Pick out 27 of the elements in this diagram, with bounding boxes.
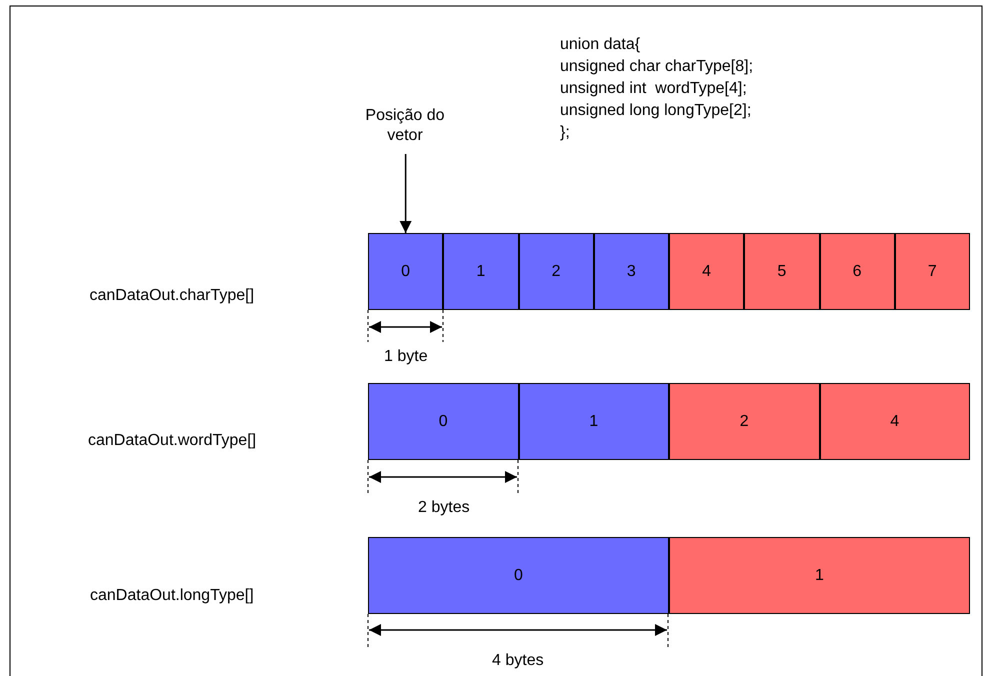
memory-cell: 4 bbox=[669, 233, 744, 310]
memory-cell: 0 bbox=[368, 383, 518, 460]
memory-cell: 4 bbox=[820, 383, 970, 460]
dimension-label: 1 byte bbox=[384, 347, 428, 367]
code-line: unsigned int wordType[4]; bbox=[560, 79, 747, 99]
memory-cell: 2 bbox=[669, 383, 820, 460]
code-line: unsigned char charType[8]; bbox=[560, 57, 754, 77]
annotation-text: Posição do vetor bbox=[350, 106, 460, 150]
memory-cell: 3 bbox=[594, 233, 669, 310]
memory-cell: 0 bbox=[368, 537, 669, 614]
memory-cell: 1 bbox=[518, 383, 669, 460]
memory-cell: 5 bbox=[744, 233, 820, 310]
memory-cell: 1 bbox=[443, 233, 518, 310]
code-line: union data{ bbox=[560, 35, 640, 55]
memory-cell: 0 bbox=[368, 233, 444, 310]
arrow bbox=[400, 154, 412, 233]
row-label: canDataOut.longType[] bbox=[90, 586, 254, 606]
dimension-label: 2 bytes bbox=[418, 498, 470, 518]
code-line: unsigned long longType[2]; bbox=[560, 101, 752, 121]
memory-cell: 7 bbox=[894, 233, 970, 310]
memory-cell: 6 bbox=[820, 233, 895, 310]
row-label: canDataOut.wordType[] bbox=[88, 431, 256, 451]
memory-cell: 2 bbox=[518, 233, 594, 310]
code-line: }; bbox=[560, 123, 570, 143]
row-label: canDataOut.charType[] bbox=[90, 286, 254, 306]
dimension-label: 4 bytes bbox=[492, 651, 544, 671]
memory-cell: 1 bbox=[669, 537, 970, 614]
